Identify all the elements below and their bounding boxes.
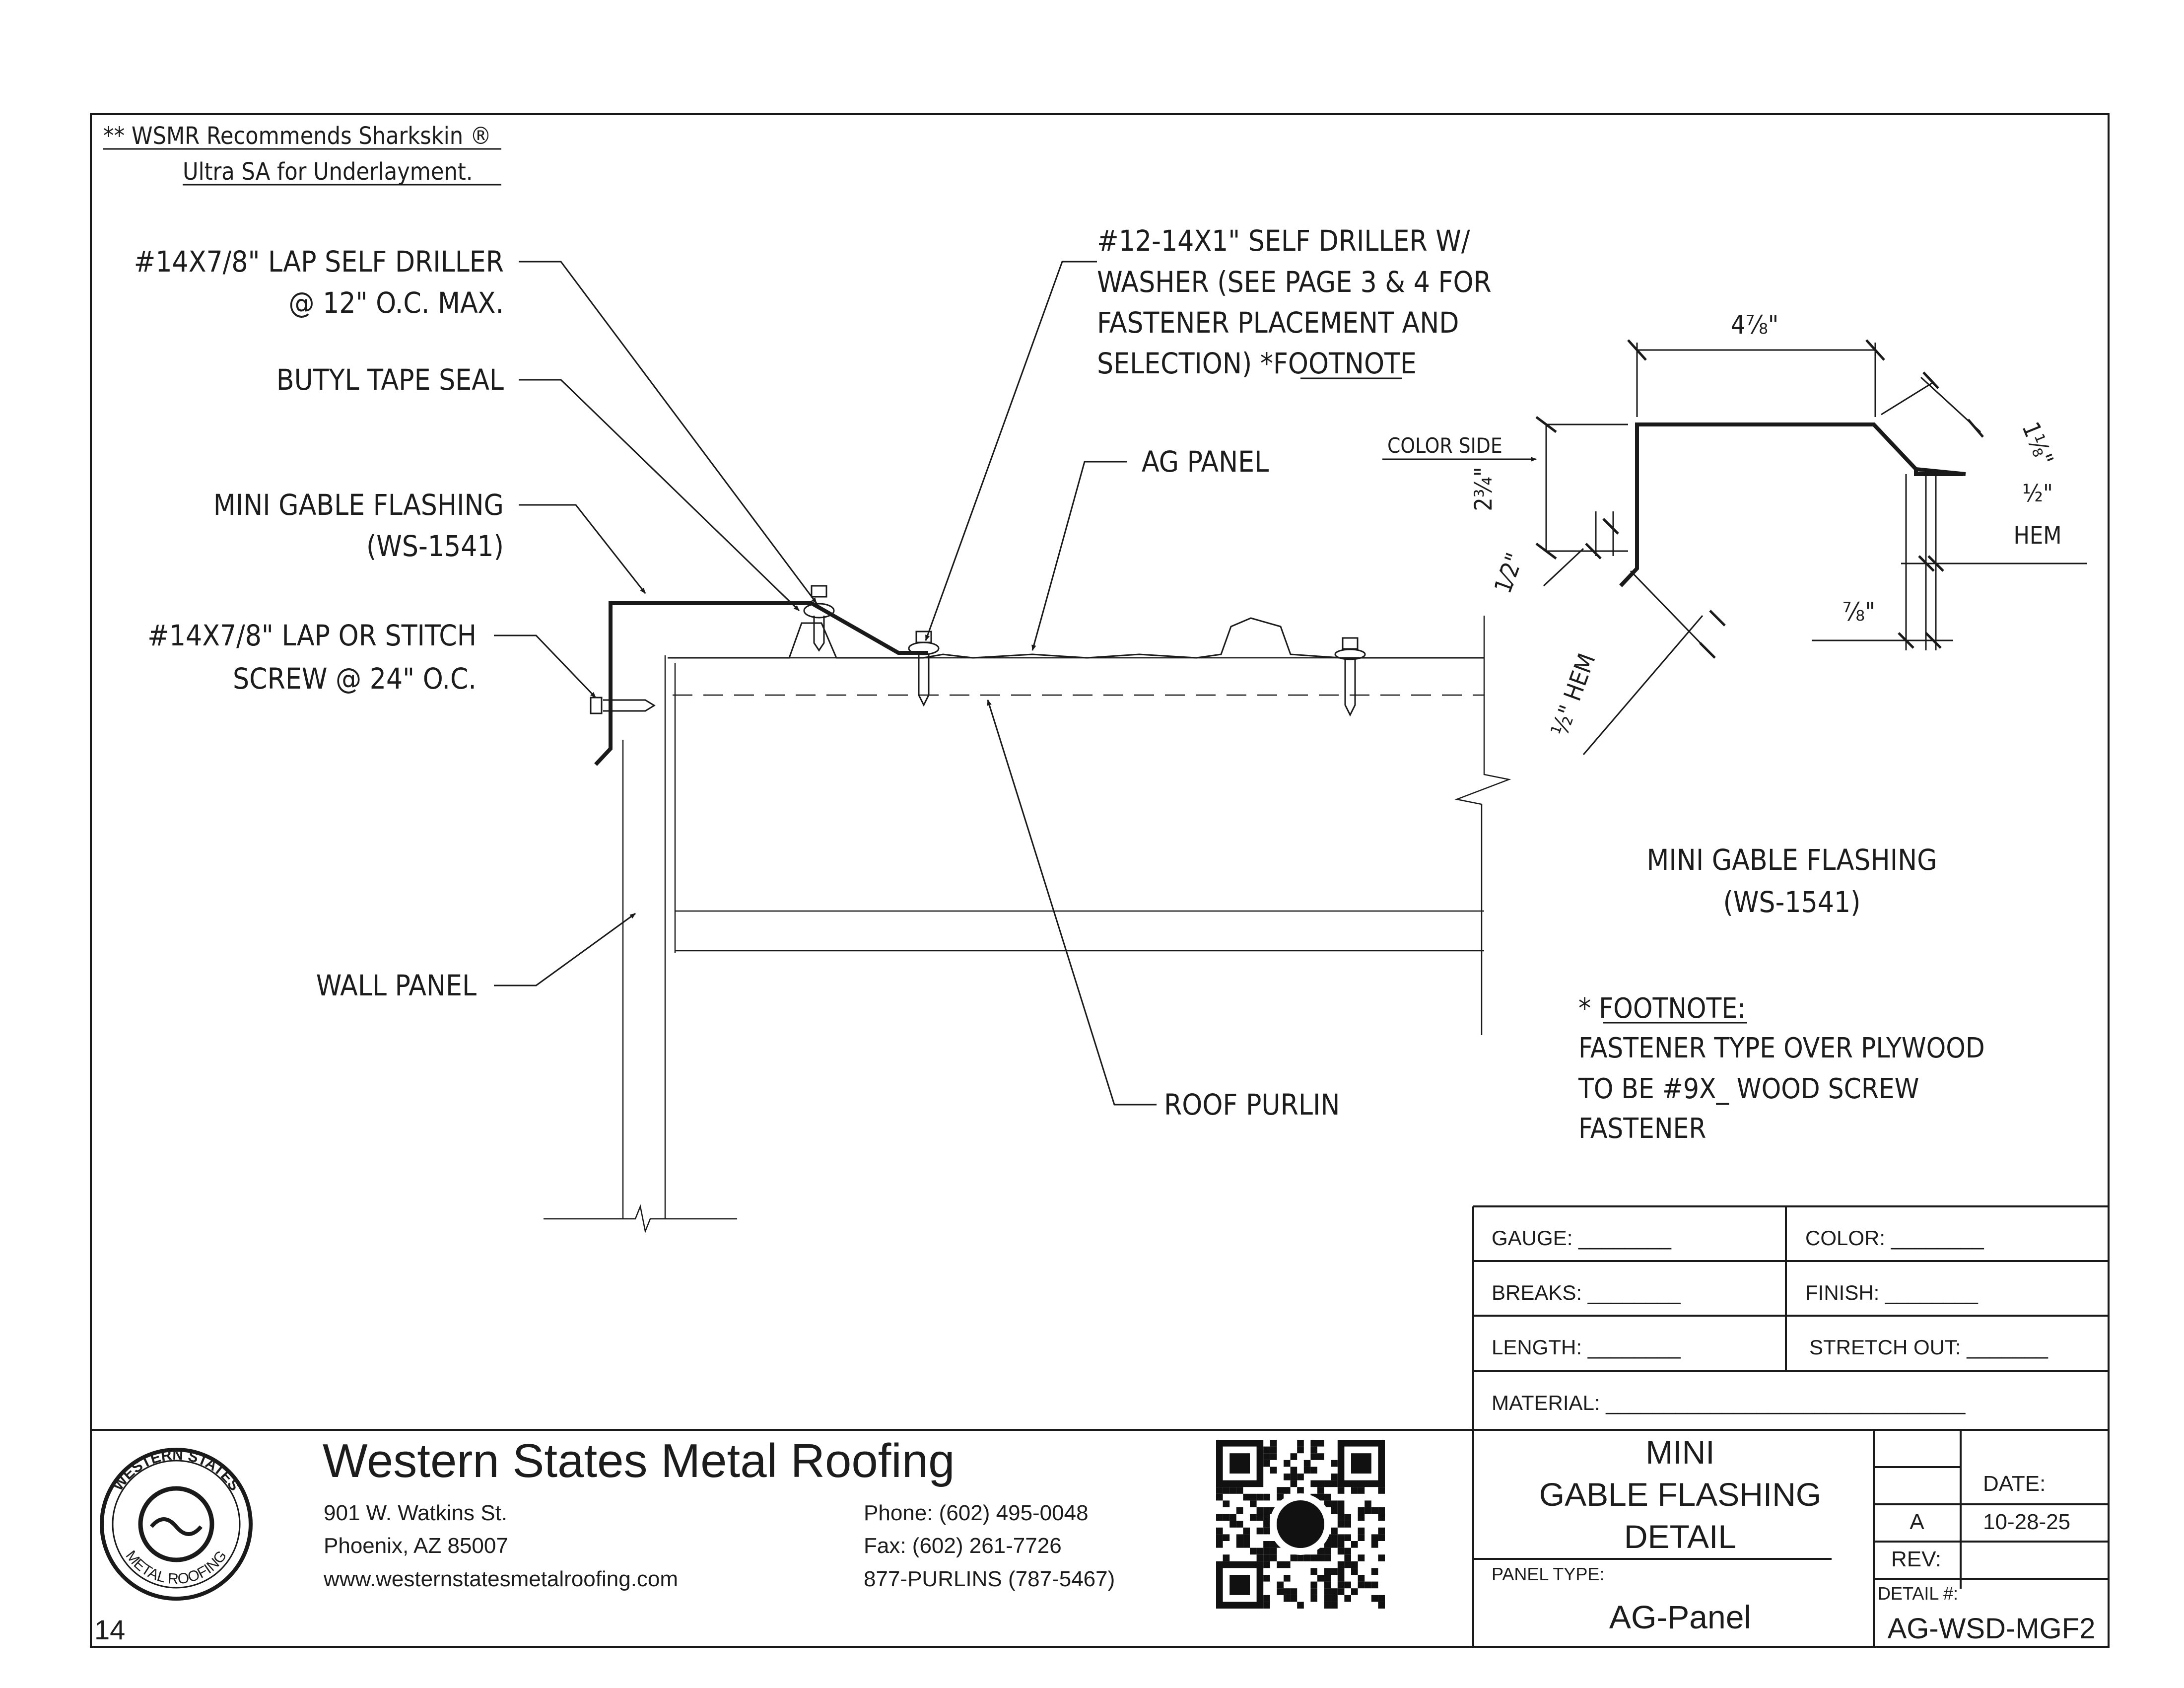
gauge-field: GAUGE: ________ — [1492, 1226, 1672, 1250]
color-side-label: COLOR SIDE — [1387, 433, 1502, 458]
hem-right-dimension: ½" — [2022, 480, 2053, 507]
profile-title: MINI GABLE FLASHING — [1646, 843, 1937, 877]
wall-panel-label: WALL PANEL — [316, 969, 477, 1002]
mini-gable-flashing — [594, 601, 928, 766]
company-phone: Phone: (602) 495-0048 — [864, 1501, 1089, 1525]
self-driller-label: #12-14X1" SELF DRILLER W/ — [1097, 224, 1470, 258]
svg-text:* FOOTNOTE:: * FOOTNOTE: — [1578, 992, 1746, 1025]
screw-panel-2 — [1334, 637, 1366, 717]
leader-lines — [494, 261, 1157, 1106]
company-fax: Fax: (602) 261-7726 — [864, 1534, 1062, 1558]
company-address-1: 901 W. Watkins St. — [324, 1501, 507, 1525]
svg-text:Ultra SA for Underlayment.: Ultra SA for Underlayment. — [183, 158, 473, 186]
svg-text:SELECTION) *FOOTNOTE: SELECTION) *FOOTNOTE — [1097, 347, 1417, 380]
svg-text:FASTENER PLACEMENT AND: FASTENER PLACEMENT AND — [1097, 306, 1459, 340]
company-tollfree: 877-PURLINS (787-5467) — [864, 1567, 1115, 1591]
stitch-screw-label: #14X7/8" LAP OR STITCH — [147, 619, 477, 652]
roof-purlin — [668, 616, 1511, 1035]
company-website: www.westernstatesmetalroofing.com — [323, 1567, 678, 1591]
leg-dimension: 1⅛" — [2016, 418, 2058, 470]
panel-type-label: PANEL TYPE: — [1492, 1564, 1604, 1584]
roof-purlin-label: ROOF PURLIN — [1164, 1088, 1340, 1122]
svg-text:(WS-1541): (WS-1541) — [366, 529, 504, 563]
bottom-dimension: ⅞" — [1843, 597, 1876, 627]
top-callouts: #12-14X1" SELF DRILLER W/ WASHER (SEE PA… — [1097, 224, 1492, 1122]
svg-text:(WS-1541): (WS-1541) — [1723, 885, 1860, 919]
left-dimension: 2¾" — [1470, 467, 1498, 511]
svg-text:SCREW @ 24" O.C.: SCREW @ 24" O.C. — [233, 662, 477, 696]
detail-number-label: DETAIL #: — [1878, 1583, 1958, 1604]
stretch-out-field: STRETCH OUT: _______ — [1809, 1336, 2048, 1359]
screw-flashing-top — [803, 585, 835, 652]
svg-text:WASHER (SEE PAGE 3 & 4 FOR: WASHER (SEE PAGE 3 & 4 FOR — [1097, 265, 1492, 299]
left-callouts: #14X7/8" LAP SELF DRILLER @ 12" O.C. MAX… — [134, 245, 504, 1002]
butyl-tape-label: BUTYL TAPE SEAL — [276, 363, 504, 397]
detail-title-1: MINI — [1645, 1434, 1714, 1471]
footnote: * FOOTNOTE: FASTENER TYPE OVER PLYWOOD T… — [1578, 992, 1985, 1145]
date-value: 10-28-25 — [1983, 1510, 2070, 1534]
lap-self-driller-label: #14X7/8" LAP SELF DRILLER — [134, 245, 504, 279]
qr-code — [1216, 1440, 1385, 1609]
svg-text:TO BE #9X_ WOOD SCREW: TO BE #9X_ WOOD SCREW — [1578, 1073, 1919, 1105]
underlayment-note: ** WSMR Recommends Sharkskin ® Ultra SA … — [103, 122, 501, 186]
company-logo: WESTERN STATES METAL ROOFING — [100, 1447, 253, 1601]
small-dimension: 1⁄2" — [1489, 549, 1529, 597]
date-label: DATE: — [1983, 1472, 2046, 1496]
company-address-2: Phoenix, AZ 85007 — [324, 1534, 508, 1558]
flashing-profile-detail: COLOR SIDE 4⅞" 2¾" 1⅛" 1⁄2" ½" HEM ½" HE… — [1382, 310, 2087, 919]
rev-letter: A — [1910, 1510, 1924, 1534]
section-detail — [544, 585, 1511, 1234]
panel-type-value: AG-Panel — [1609, 1599, 1751, 1635]
detail-number: AG-WSD-MGF2 — [1888, 1613, 2096, 1645]
hem-label: HEM — [2013, 522, 2061, 550]
sheet-border — [90, 113, 2110, 1648]
profile-dimensions — [1382, 339, 2087, 755]
material-field: MATERIAL: ______________________________… — [1492, 1391, 1966, 1414]
rev-label: REV: — [1891, 1547, 1941, 1571]
svg-text:FASTENER TYPE OVER PLYWOOD: FASTENER TYPE OVER PLYWOOD — [1578, 1032, 1985, 1064]
page-number: 14 — [94, 1614, 125, 1645]
svg-text:METAL ROOFING: METAL ROOFING — [123, 1547, 230, 1587]
screw-stitch — [590, 697, 656, 714]
ag-panel-profile — [668, 617, 1484, 659]
spec-table: GAUGE: ________ COLOR: ________ BREAKS: … — [1472, 1205, 2109, 1647]
profile-outline — [1619, 422, 1966, 587]
color-field: COLOR: ________ — [1805, 1226, 1984, 1250]
svg-text:@ 12" O.C. MAX.: @ 12" O.C. MAX. — [288, 286, 504, 320]
top-dimension: 4⅞" — [1731, 310, 1779, 340]
detail-title-3: DETAIL — [1624, 1518, 1736, 1555]
length-field: LENGTH: ________ — [1492, 1336, 1681, 1359]
mini-gable-label: MINI GABLE FLASHING — [213, 488, 504, 522]
title-block: MINI GABLE FLASHING DETAIL PANEL TYPE: A… — [1473, 1430, 2109, 1647]
hem-left-dimension: ½" HEM — [1546, 650, 1601, 740]
ag-panel-label: AG PANEL — [1142, 445, 1269, 479]
breaks-field: BREAKS: ________ — [1492, 1281, 1681, 1304]
finish-field: FINISH: ________ — [1805, 1281, 1979, 1304]
wall-panel — [544, 655, 737, 1234]
svg-text:** WSMR Recommends Sharkskin ®: ** WSMR Recommends Sharkskin ® — [103, 122, 491, 150]
detail-title-2: GABLE FLASHING — [1539, 1476, 1822, 1513]
svg-text:FASTENER: FASTENER — [1578, 1113, 1706, 1145]
screw-panel-1 — [908, 631, 940, 707]
company-name: Western States Metal Roofing — [323, 1434, 955, 1487]
